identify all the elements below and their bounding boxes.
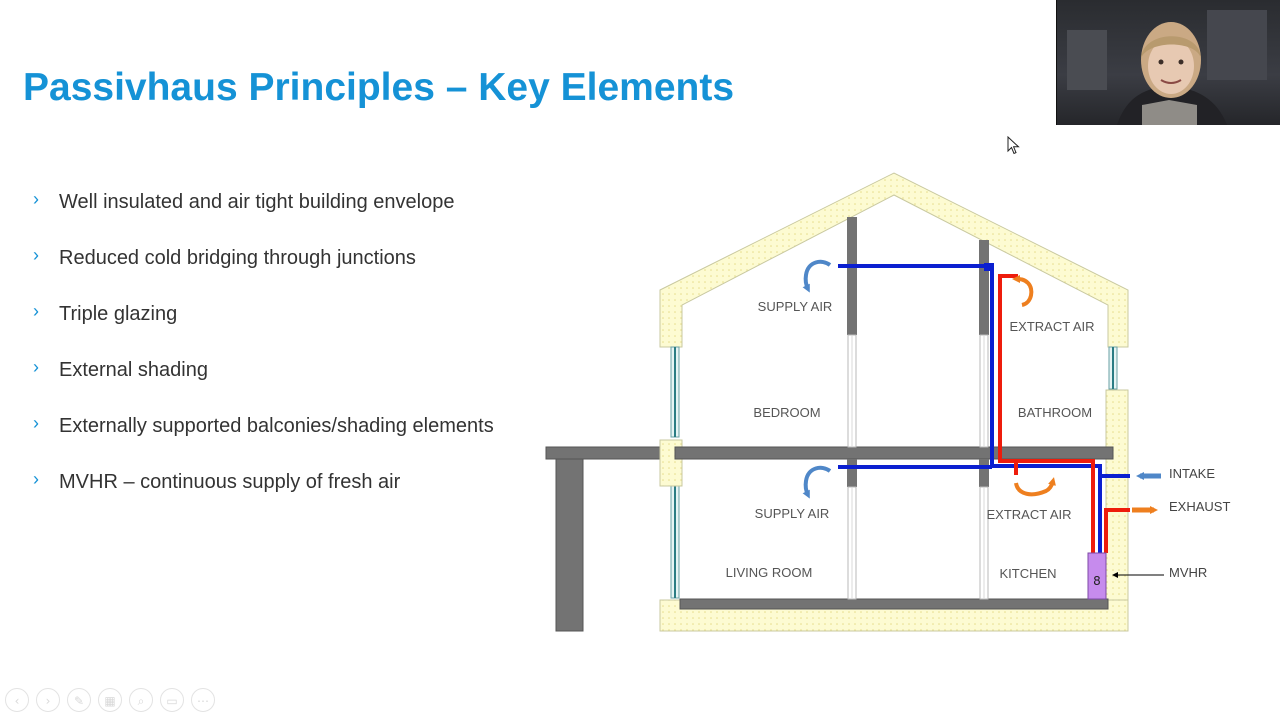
mvhr-label: MVHR	[1169, 565, 1207, 580]
supply-air-arrow-upper	[806, 262, 830, 289]
bullet-text: Externally supported balconies/shading e…	[59, 415, 494, 438]
bathroom-label: BATHROOM	[1018, 405, 1092, 420]
internal-wall-upper-right	[979, 240, 989, 335]
internal-wall-lower-left	[847, 459, 857, 487]
zoom-icon[interactable]: ⌕	[129, 688, 153, 712]
more-icon[interactable]: ⋯	[191, 688, 215, 712]
extract-air-label-lower: EXTRACT AIR	[986, 507, 1071, 522]
slide-title: Passivhaus Principles – Key Elements	[23, 66, 734, 110]
bullet-text: Well insulated and air tight building en…	[59, 191, 454, 214]
bullet-text: External shading	[59, 359, 208, 382]
supply-air-label-upper: SUPPLY AIR	[758, 299, 833, 314]
chevron-right-icon: ›	[33, 413, 39, 434]
passivhaus-house-diagram: 8 SUPPLY AIR EXTRACT AIR BEDROOM BATHROO…	[540, 165, 1240, 640]
bedroom-label: BEDROOM	[753, 405, 820, 420]
presenter-webcam	[1056, 0, 1280, 125]
slideshow-controls: ‹ › ✎ ▦ ⌕ ▭ ⋯	[5, 688, 215, 712]
bullet-text: MVHR – continuous supply of fresh air	[59, 471, 400, 494]
pen-icon[interactable]: ✎	[67, 688, 91, 712]
chevron-right-icon: ›	[33, 469, 39, 490]
prev-icon[interactable]: ‹	[5, 688, 29, 712]
ground-floor-slab	[680, 599, 1108, 609]
living-room-label: LIVING ROOM	[726, 565, 813, 580]
exhaust-label: EXHAUST	[1169, 499, 1230, 514]
balcony-slab	[546, 447, 661, 459]
chevron-right-icon: ›	[33, 189, 39, 210]
intake-label: INTAKE	[1169, 466, 1215, 481]
supply-air-label-lower: SUPPLY AIR	[755, 506, 830, 521]
chevron-right-icon: ›	[33, 301, 39, 322]
bullet-text: Triple glazing	[59, 303, 177, 326]
internal-wall-upper-left	[847, 217, 857, 335]
mouse-cursor-icon	[1007, 136, 1021, 156]
supply-air-arrow-lower	[806, 468, 830, 495]
internal-wall-lower-right	[979, 459, 989, 487]
extract-air-label-upper: EXTRACT AIR	[1009, 319, 1094, 334]
slides-icon[interactable]: ▦	[98, 688, 122, 712]
extract-air-arrow-lower	[1016, 481, 1053, 494]
balcony-post	[556, 459, 583, 631]
intermediate-floor	[675, 447, 1113, 459]
chevron-right-icon: ›	[33, 357, 39, 378]
kitchen-label: KITCHEN	[999, 566, 1056, 581]
next-icon[interactable]: ›	[36, 688, 60, 712]
chevron-right-icon: ›	[33, 245, 39, 266]
mvhr-fan-icon: 8	[1093, 574, 1101, 588]
subtitles-icon[interactable]: ▭	[160, 688, 184, 712]
extract-air-arrow-upper	[1016, 279, 1031, 305]
presenter-avatar	[1057, 0, 1280, 125]
bullet-text: Reduced cold bridging through junctions	[59, 247, 416, 270]
